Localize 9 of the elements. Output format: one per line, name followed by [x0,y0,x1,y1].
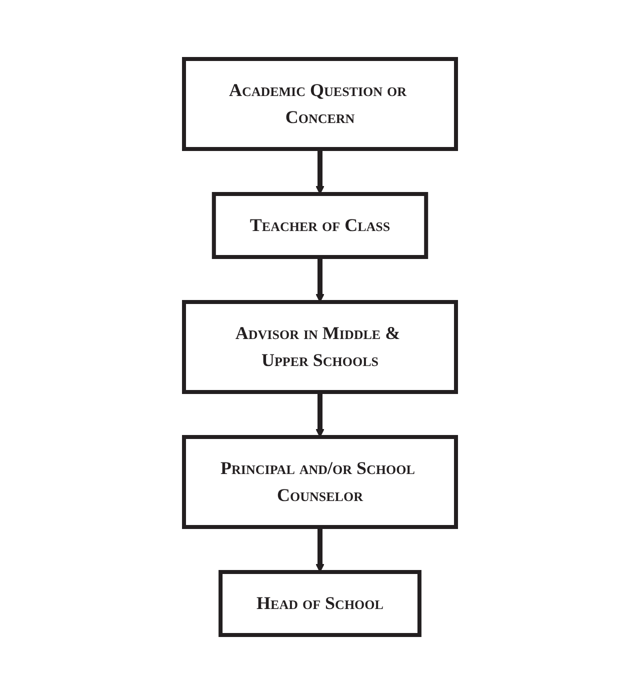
node-box: Head of School [218,570,422,637]
node-box: Principal and/or School Counselor [182,435,458,529]
node-box: Academic Question or Concern [182,57,458,151]
node-box: Teacher of Class [212,192,428,259]
arrow [316,257,324,302]
arrow [316,527,324,572]
arrow [316,392,324,438]
node-box: Advisor in Middle & Upper Schools [182,300,458,394]
arrow [316,149,324,194]
